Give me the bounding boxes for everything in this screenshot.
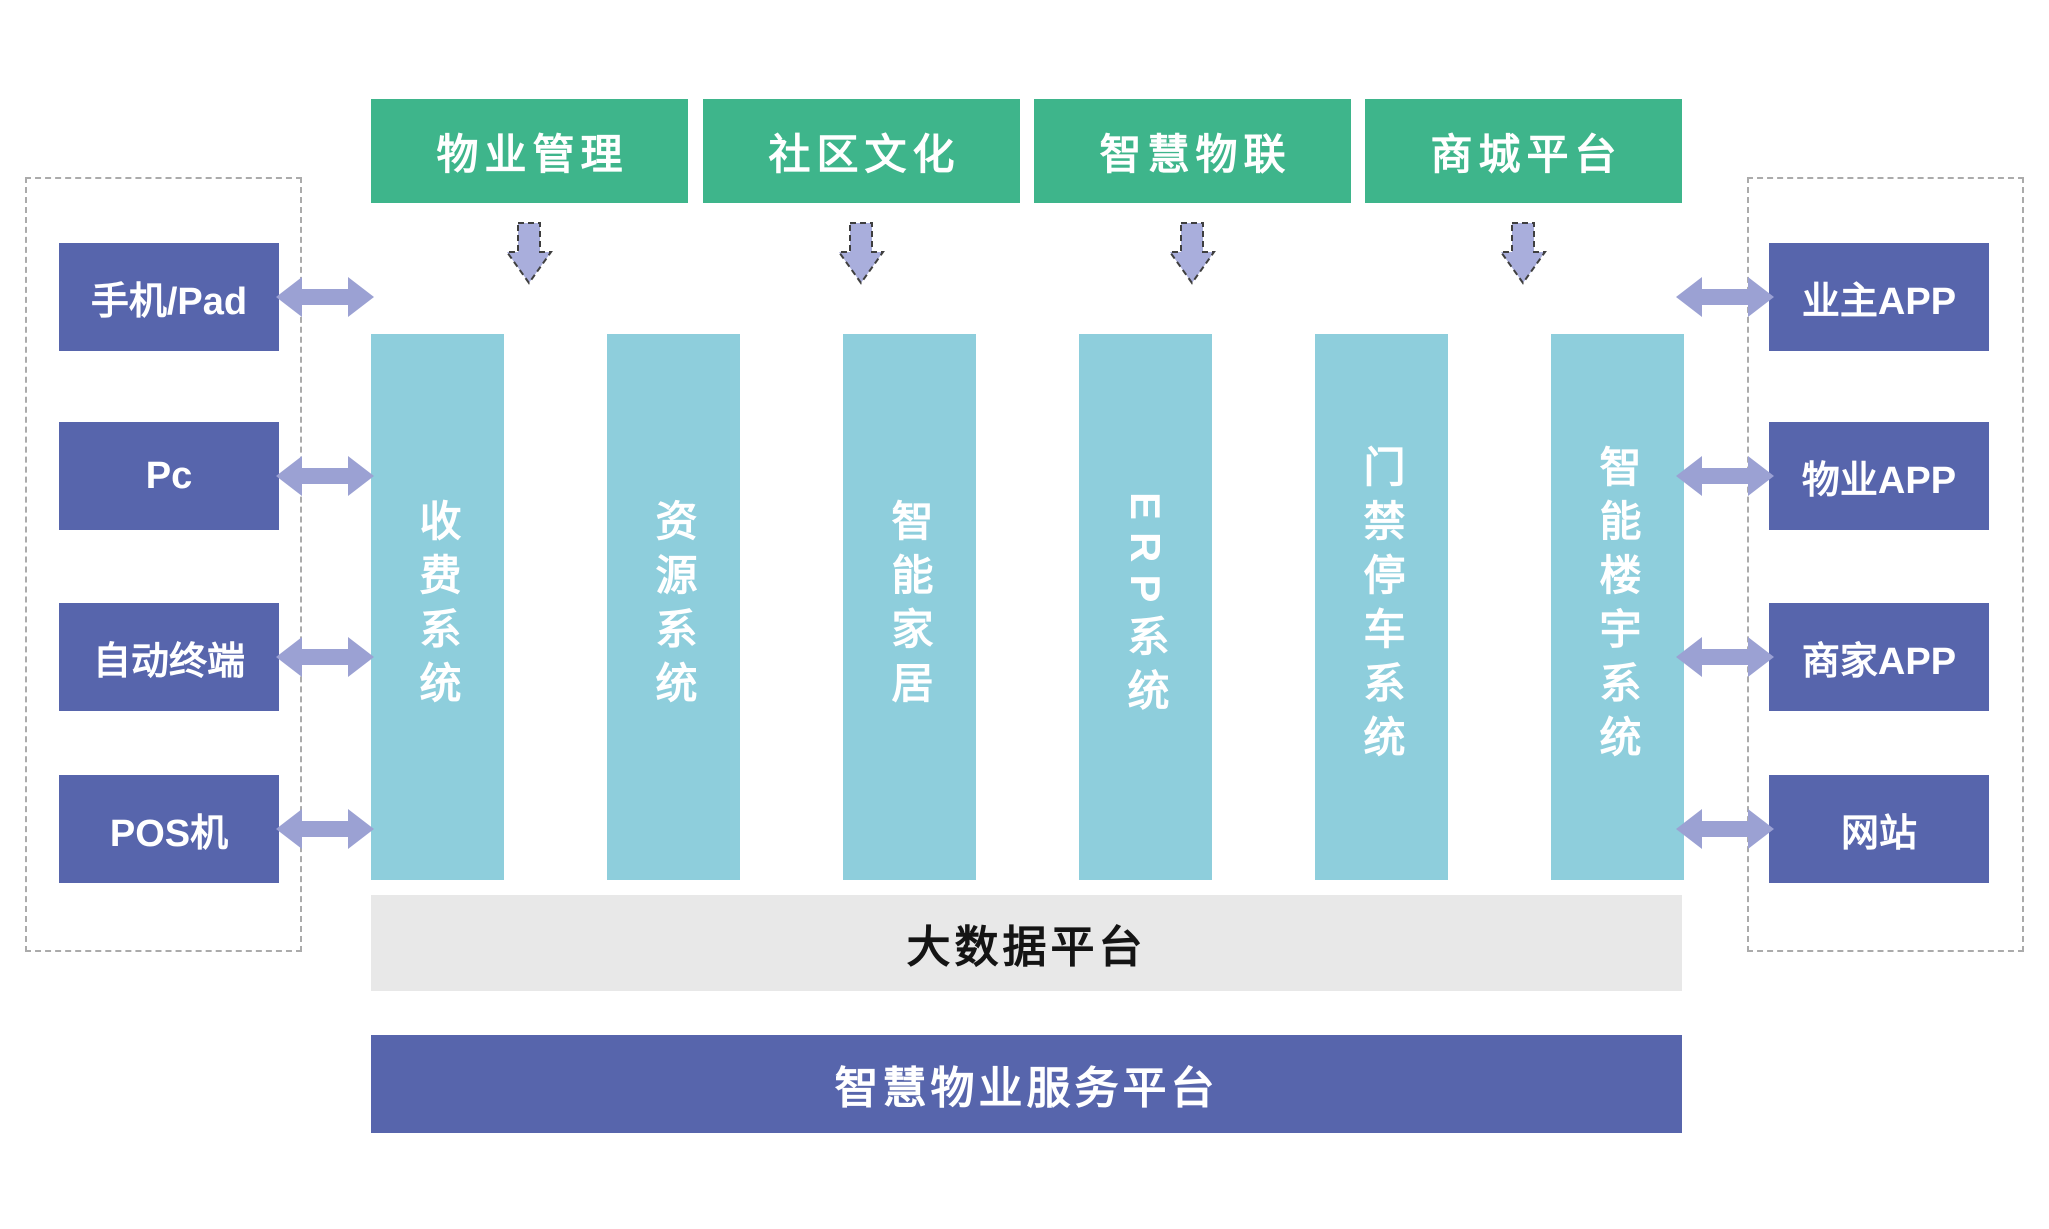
module-box-smart-iot: 智慧物联 xyxy=(1034,99,1351,203)
device-box-auto-terminal: 自动终端 xyxy=(59,603,279,711)
double-arrow-icon xyxy=(1676,454,1774,498)
down-arrow-icon xyxy=(837,221,885,285)
down-arrow-icon xyxy=(505,221,553,285)
double-arrow-icon xyxy=(276,454,374,498)
system-column-access-parking: 门禁停车系统 xyxy=(1315,334,1448,880)
app-box-property-app: 物业APP xyxy=(1769,422,1989,530)
system-column-smart-building: 智能楼宇系统 xyxy=(1551,334,1684,880)
double-arrow-icon xyxy=(1676,635,1774,679)
double-arrow-icon xyxy=(1676,807,1774,851)
device-box-phone-pad: 手机/Pad xyxy=(59,243,279,351)
down-arrow-icon xyxy=(1168,221,1216,285)
right-apps-panel xyxy=(1747,177,2024,952)
left-devices-panel xyxy=(25,177,302,952)
smart-property-service-platform-bar: 智慧物业服务平台 xyxy=(371,1035,1682,1133)
system-column-erp: ERP系统 xyxy=(1079,334,1212,880)
app-box-owner-app: 业主APP xyxy=(1769,243,1989,351)
system-column-smart-home: 智能家居 xyxy=(843,334,976,880)
module-box-community-culture: 社区文化 xyxy=(703,99,1020,203)
double-arrow-icon xyxy=(276,807,374,851)
module-box-property-management: 物业管理 xyxy=(371,99,688,203)
device-box-pc: Pc xyxy=(59,422,279,530)
app-box-website: 网站 xyxy=(1769,775,1989,883)
app-box-merchant-app: 商家APP xyxy=(1769,603,1989,711)
double-arrow-icon xyxy=(276,635,374,679)
system-column-resources: 资源系统 xyxy=(607,334,740,880)
double-arrow-icon xyxy=(276,275,374,319)
big-data-platform-bar: 大数据平台 xyxy=(371,895,1682,991)
down-arrow-icon xyxy=(1499,221,1547,285)
double-arrow-icon xyxy=(1676,275,1774,319)
system-column-charging: 收费系统 xyxy=(371,334,504,880)
module-box-mall-platform: 商城平台 xyxy=(1365,99,1682,203)
device-box-pos-machine: POS机 xyxy=(59,775,279,883)
